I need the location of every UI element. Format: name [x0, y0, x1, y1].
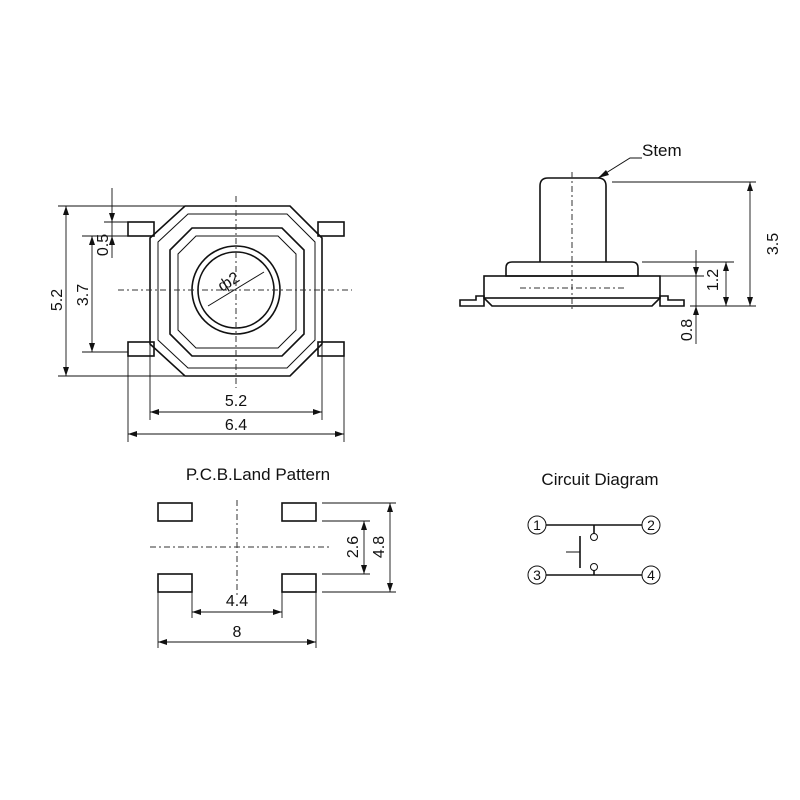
dim-outer-width-label: 8 [233, 624, 242, 641]
actuator-frame [169, 227, 305, 357]
lead-top-left [127, 221, 155, 237]
circuit-diagram: Circuit Diagram 1 2 3 4 [527, 470, 661, 585]
switch-contact-top [590, 533, 598, 541]
dim-total-height-label: 3.5 [765, 233, 782, 255]
arrow [723, 297, 729, 306]
right-terminal [659, 295, 685, 307]
pcb-land-pattern: P.C.B.Land Pattern 4.4 8 2.6 4 [150, 465, 396, 648]
dim-width-total-label: 6.4 [225, 417, 247, 434]
actuator-inner-frame [177, 235, 297, 349]
pad-top-right [281, 502, 317, 522]
side-view: Stem 3.5 1.2 0.8 [459, 141, 782, 344]
left-terminal [459, 295, 485, 307]
pin-1-label: 1 [533, 517, 541, 533]
arrow [723, 262, 729, 271]
arrow [313, 409, 322, 415]
arrow [89, 343, 95, 352]
arrow [387, 503, 393, 512]
dim-inner-height-label: 2.6 [345, 536, 362, 558]
arrow [109, 236, 115, 245]
stem-label: Stem [642, 141, 682, 160]
arrow [598, 170, 609, 178]
top-view: ф2 5.2 3.7 0.5 5.2 6.4 [49, 188, 352, 442]
arrow [307, 639, 316, 645]
arrow [693, 306, 699, 315]
pad-bottom-left [157, 573, 193, 593]
arrow [273, 609, 282, 615]
dim-height-outer-label: 5.2 [49, 289, 66, 311]
arrow [747, 182, 753, 191]
arrow [150, 409, 159, 415]
arrow [63, 367, 69, 376]
arrow [387, 583, 393, 592]
dim-outer-height-label: 4.8 [371, 536, 388, 558]
dim-inner-width-label: 4.4 [226, 593, 248, 610]
arrow [109, 213, 115, 222]
body-inner-outline [157, 213, 316, 369]
arrow [361, 521, 367, 530]
arrow [192, 609, 201, 615]
dim-body-height-label: 1.2 [705, 269, 722, 291]
dim-base-label: 0.8 [679, 319, 696, 341]
lead-top-right [317, 221, 345, 237]
pcb-land-title: P.C.B.Land Pattern [186, 465, 330, 484]
circuit-title: Circuit Diagram [541, 470, 658, 489]
pin-4-label: 4 [647, 567, 655, 583]
pad-bottom-right [281, 573, 317, 593]
lead-bottom-left [127, 341, 155, 357]
body-outline [149, 205, 323, 377]
arrow [128, 431, 137, 437]
switch-body [483, 275, 661, 299]
arrow [335, 431, 344, 437]
stem-diameter-label: ф2 [215, 269, 243, 295]
arrow [158, 639, 167, 645]
dim-width-body-label: 5.2 [225, 393, 247, 410]
arrow [63, 206, 69, 215]
arrow [89, 236, 95, 245]
arrow [693, 267, 699, 276]
arrow [747, 297, 753, 306]
switch-contact-bottom [590, 563, 598, 571]
stem-body [539, 177, 607, 262]
pin-2-label: 2 [647, 517, 655, 533]
arrow [361, 565, 367, 574]
stem-leader [597, 157, 642, 179]
dim-height-inner-label: 3.7 [75, 284, 92, 306]
dim-lead-label: 0.5 [95, 234, 112, 256]
base-frame [483, 297, 661, 307]
pad-top-left [157, 502, 193, 522]
pin-3-label: 3 [533, 567, 541, 583]
